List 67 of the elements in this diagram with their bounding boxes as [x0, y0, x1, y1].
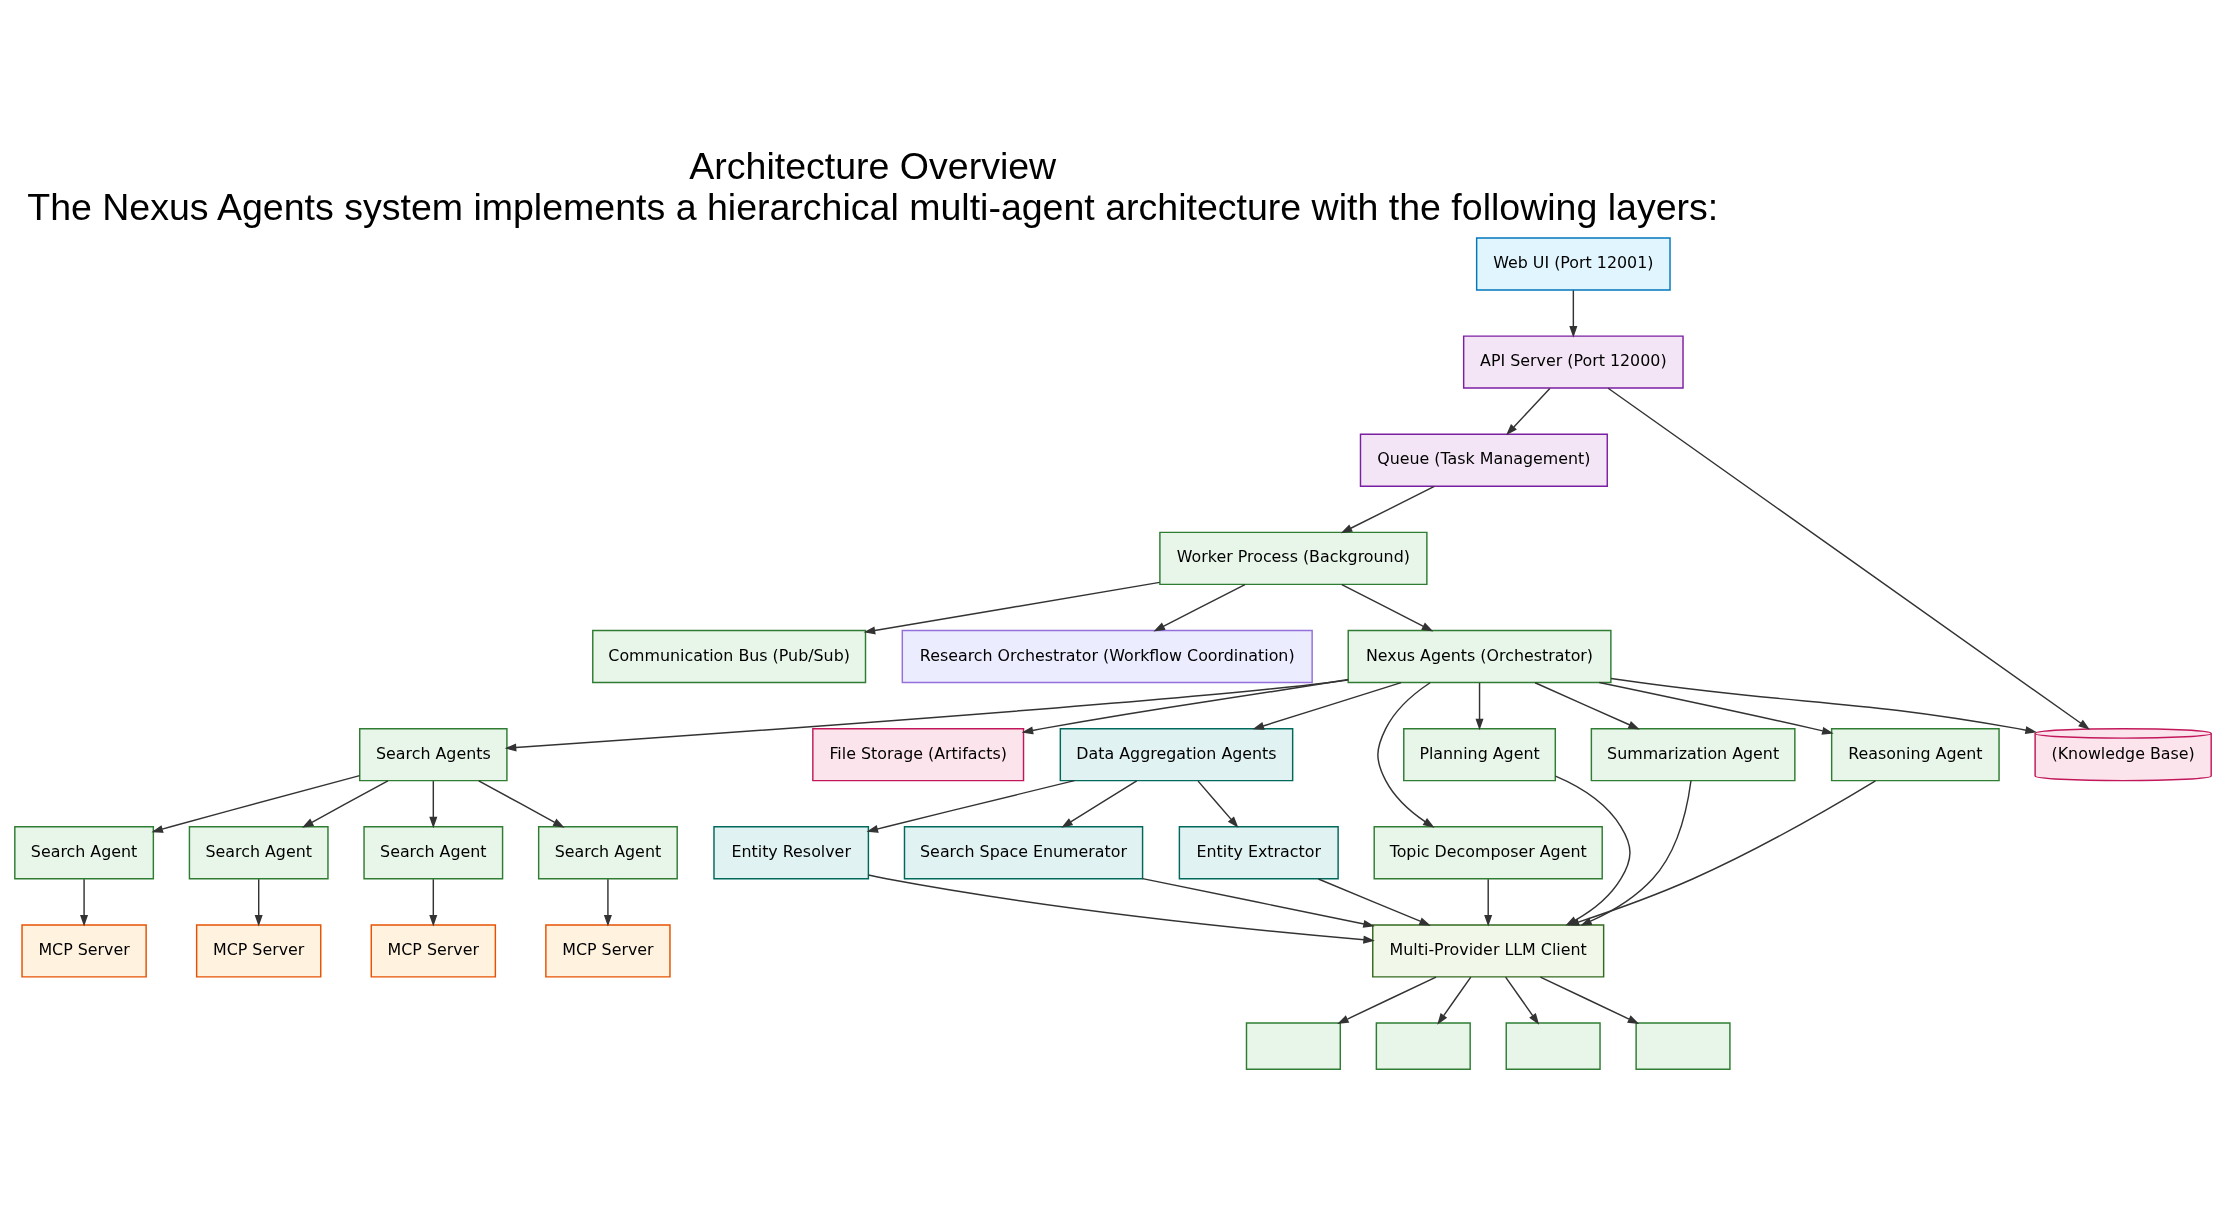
arrow	[80, 878, 89, 927]
node-box: Entity Extractor	[1178, 826, 1339, 880]
caption: The Nexus Agents system implements a hierarchical multi-agent architecture with the following layers:	[27, 186, 1719, 229]
arrow	[254, 878, 263, 927]
arrow	[1506, 387, 1551, 436]
arrow	[866, 779, 1076, 833]
node-box: Search Agent	[537, 826, 678, 880]
node-box: Summarization Agent	[1590, 727, 1796, 782]
node-box: Topic Decomposer Agent	[1373, 826, 1603, 880]
arrow	[863, 581, 1161, 635]
arrow	[1504, 976, 1540, 1025]
node-box: Research Orchestrator (Workflow Coordination)	[901, 629, 1313, 684]
node-box: Worker Process (Background)	[1159, 531, 1428, 586]
node-box	[1635, 1022, 1731, 1070]
arrow	[1475, 682, 1484, 731]
arrow	[1598, 681, 1834, 735]
arrow	[603, 878, 612, 927]
node-box: Queue (Task Management)	[1359, 433, 1608, 487]
node-box: File Storage (Artifacts)	[812, 727, 1025, 782]
node-box	[1245, 1022, 1341, 1070]
node-box: MCP Server	[21, 924, 147, 978]
node-box: Search Agents	[359, 727, 508, 782]
node-box	[1505, 1022, 1601, 1070]
diagram-title: Architecture Overview	[689, 144, 1057, 187]
arrow	[1610, 677, 2037, 735]
arrow	[1337, 976, 1437, 1024]
node-box: Search Space Enumerator	[903, 826, 1144, 880]
node-box	[1375, 1022, 1471, 1070]
node-box: Search Agent	[14, 826, 155, 880]
node-box: API Server (Port 12000)	[1462, 335, 1684, 389]
arrow	[478, 780, 565, 828]
node-box: Search Agent	[363, 826, 504, 880]
node-box: Web UI (Port 12001)	[1475, 237, 1671, 291]
arrow	[1153, 583, 1246, 632]
arrow	[1061, 780, 1138, 828]
arrow	[1341, 583, 1434, 632]
arrow	[1580, 780, 1692, 926]
arrow	[1197, 780, 1239, 828]
arrow	[1607, 387, 2090, 730]
node-box: MCP Server	[370, 924, 497, 978]
arrow	[867, 874, 1375, 944]
node-box: Multi-Provider LLM Client	[1372, 924, 1605, 978]
arrow	[1252, 681, 1402, 730]
arrow	[1317, 878, 1431, 926]
arrow	[1377, 682, 1435, 828]
node-box: Reasoning Agent	[1830, 727, 2000, 782]
node-box: Nexus Agents (Orchestrator)	[1347, 629, 1612, 684]
arrow	[429, 780, 438, 829]
arrow	[1569, 289, 1578, 338]
arrow	[1340, 485, 1436, 534]
arrow	[429, 878, 438, 927]
arrow	[1141, 877, 1375, 928]
node-box: Planning Agent	[1403, 727, 1556, 782]
arrow	[504, 679, 1349, 752]
arrow	[1437, 976, 1472, 1025]
node-box: Data Aggregation Agents	[1059, 727, 1294, 782]
node-box: Search Agent	[188, 826, 329, 880]
node-box: Communication Bus (Pub/Sub)	[592, 629, 867, 684]
arrow	[1534, 682, 1640, 730]
arrow	[1021, 678, 1349, 735]
arrow	[1539, 976, 1640, 1024]
arrow	[151, 774, 361, 833]
node-box: MCP Server	[545, 924, 671, 978]
node-box: Entity Resolver	[713, 826, 870, 880]
arrow	[302, 780, 389, 828]
node-box: MCP Server	[195, 924, 322, 978]
arrow	[1484, 878, 1493, 927]
